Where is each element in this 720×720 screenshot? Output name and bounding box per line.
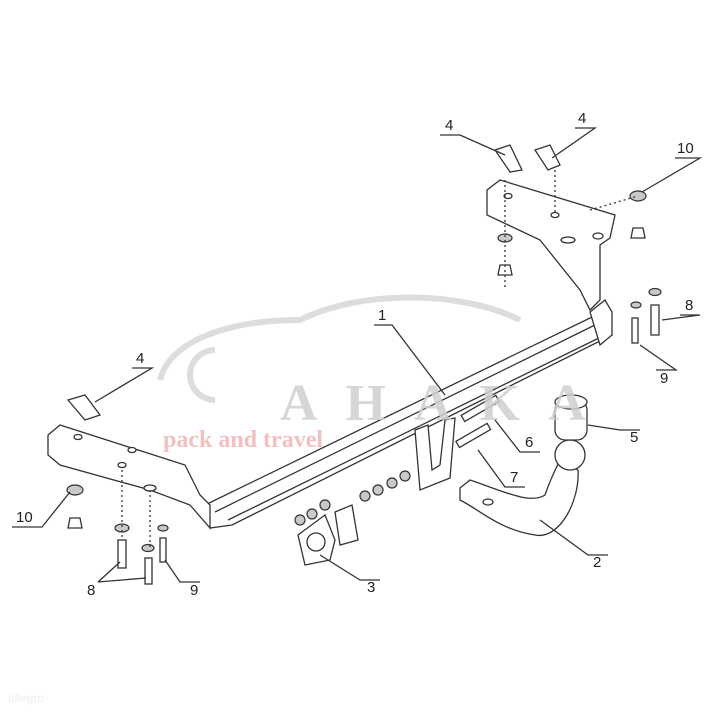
right-bracket [486,179,616,312]
label-9: 9 [190,582,198,599]
plate-4-parts [66,144,561,421]
label-4: 4 [578,110,586,127]
corner-watermark: allegro [8,691,44,705]
watermark-logo: AHAKA pack and travel [163,375,614,453]
label-9: 9 [660,370,668,387]
label-4: 4 [445,117,453,134]
center-mount [294,394,501,526]
label-1: 1 [378,307,386,324]
part-2-towball [459,439,586,536]
part-1-crossbeam [204,299,613,529]
watermark-car-outline [157,294,522,403]
watermark-slogan: pack and travel [163,427,323,453]
left-fasteners [66,470,169,585]
label-6: 6 [525,434,533,451]
label-8: 8 [87,582,95,599]
label-7: 7 [510,469,518,486]
label-4: 4 [136,350,144,367]
label-3: 3 [367,579,375,596]
label-5: 5 [630,429,638,446]
label-2: 2 [593,554,601,571]
left-bracket [47,424,211,530]
label-10: 10 [16,509,33,526]
watermark-brand: AHAKA [280,375,614,432]
label-8: 8 [685,297,693,314]
right-fasteners [497,170,662,344]
part-5-ball-cover [554,394,588,441]
part-3-socket-plate [297,504,359,566]
callout-labels: 1 4 4 10 8 9 4 5 6 7 10 2 3 8 9 [12,110,703,599]
label-10: 10 [677,140,694,157]
